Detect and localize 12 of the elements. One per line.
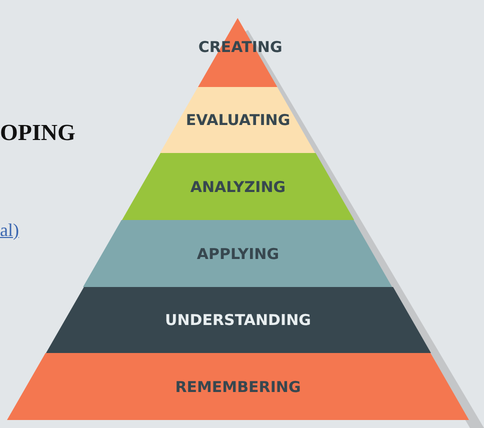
level-label: EVALUATING bbox=[184, 111, 292, 129]
level-label: UNDERSTANDING bbox=[164, 311, 312, 329]
pyramid-level bbox=[160, 87, 316, 153]
level-label: ANALYZING bbox=[189, 178, 287, 196]
pyramid-level bbox=[83, 220, 393, 287]
pyramid-level bbox=[122, 153, 354, 220]
link-text: al) bbox=[0, 220, 19, 241]
pyramid-level bbox=[7, 353, 469, 420]
pyramid-level bbox=[46, 287, 430, 353]
level-label: REMEMBERING bbox=[174, 378, 302, 396]
level-label: APPLYING bbox=[196, 244, 280, 262]
heading-text: OPING bbox=[0, 120, 76, 146]
